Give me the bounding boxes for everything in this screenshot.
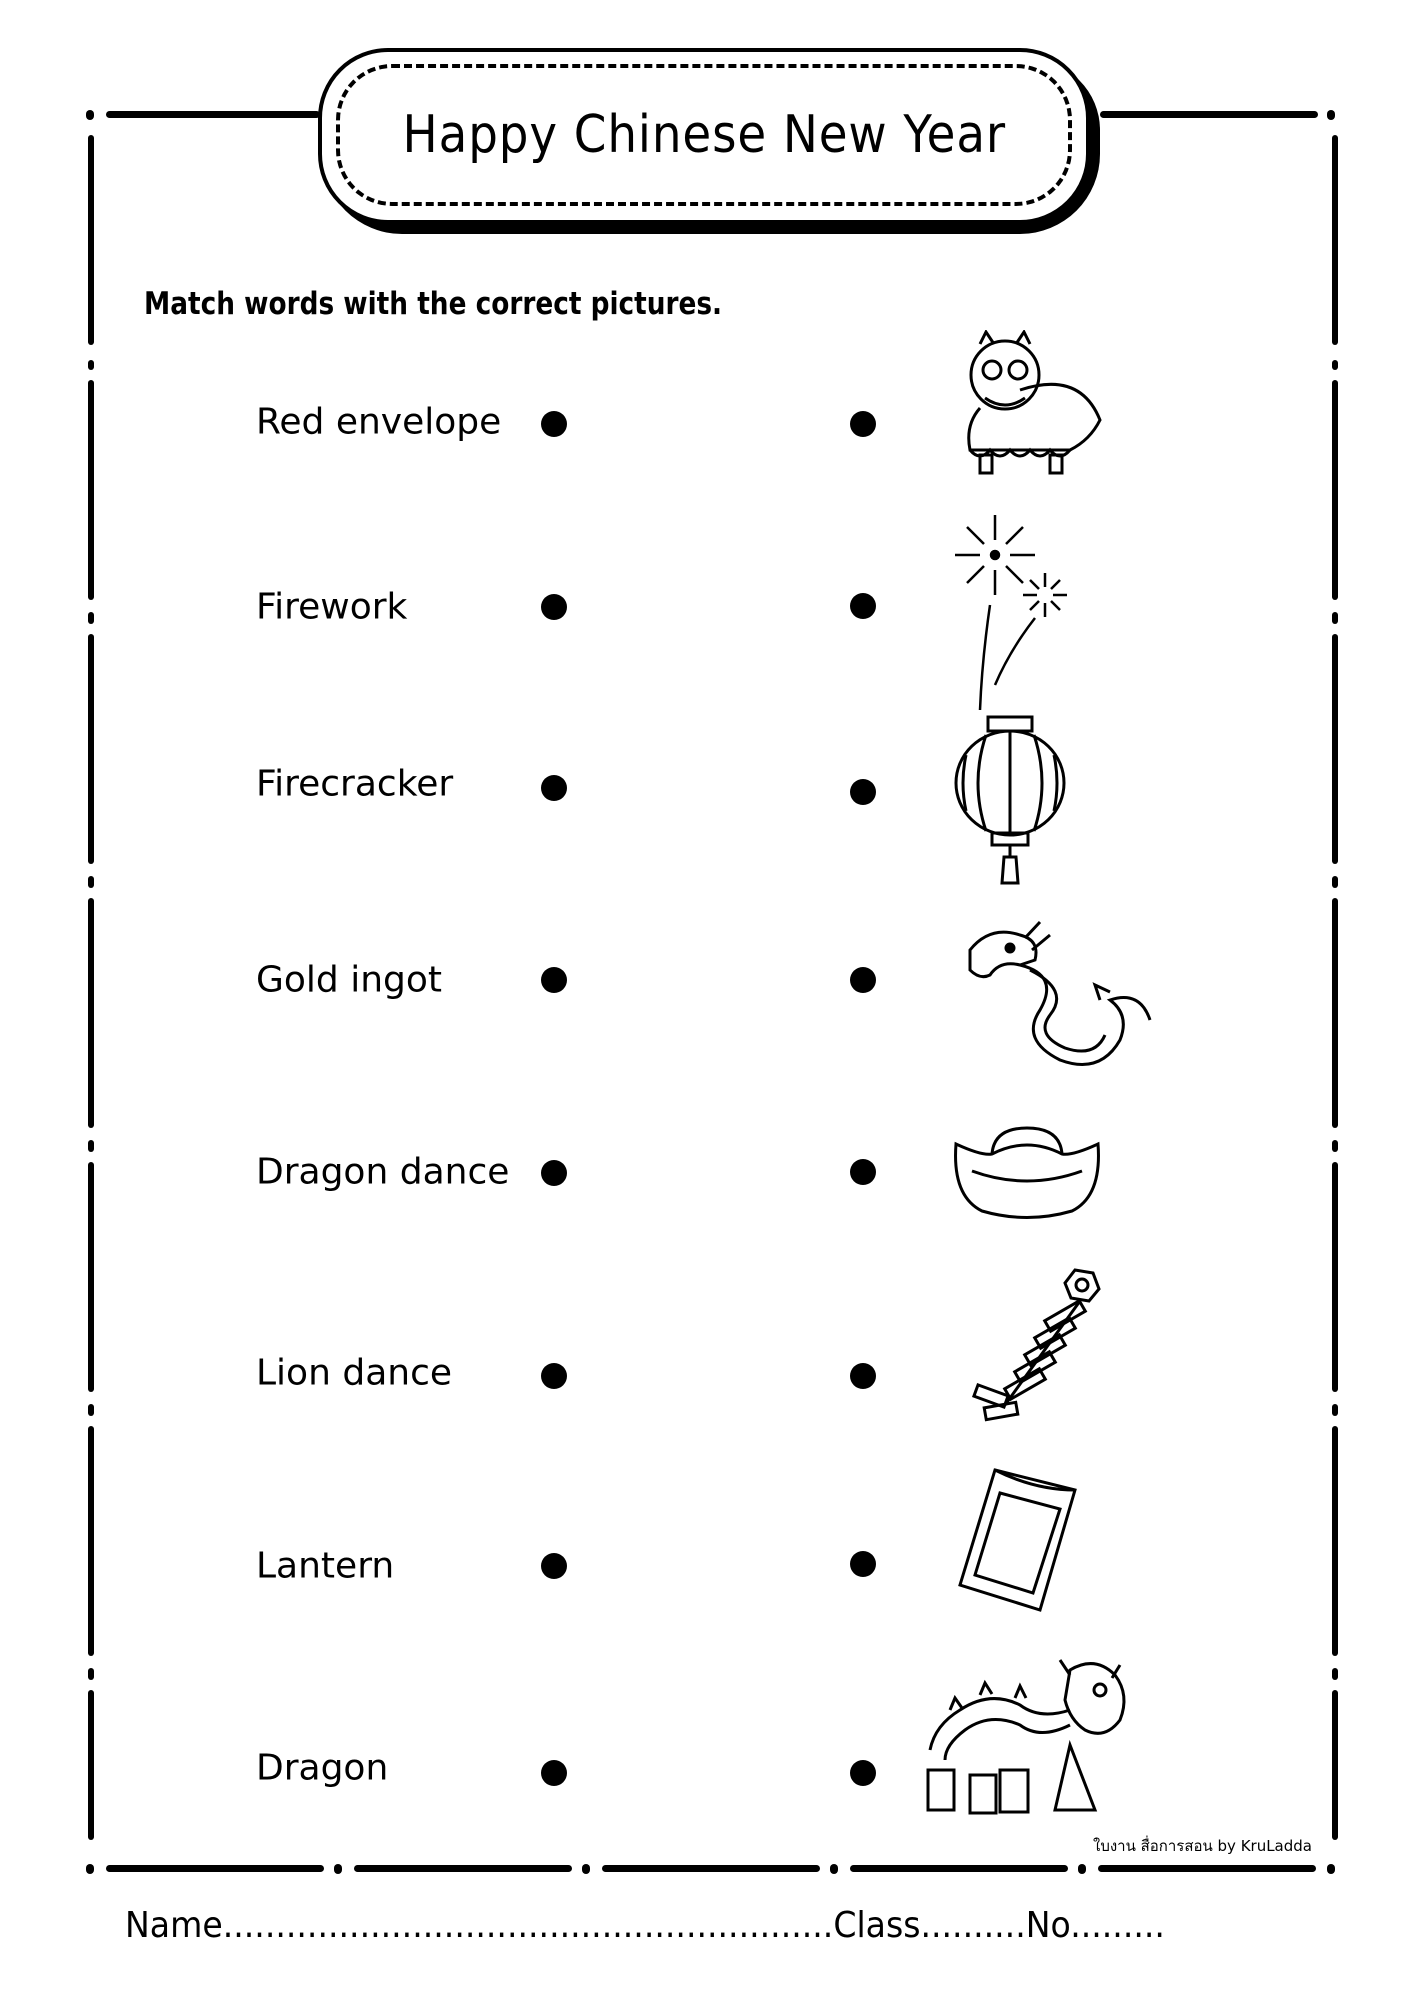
- left-match-dot[interactable]: [541, 411, 567, 437]
- left-match-dot[interactable]: [541, 775, 567, 801]
- word-red-envelope: Red envelope: [256, 401, 502, 443]
- dragon-icon: [968, 920, 1152, 1066]
- right-match-dot[interactable]: [850, 1760, 876, 1786]
- right-match-dot[interactable]: [850, 1363, 876, 1389]
- dragon-dance-icon: [926, 1659, 1126, 1815]
- right-match-dot[interactable]: [850, 779, 876, 805]
- credit-text: ใบงาน สื่อการสอน by KruLadda: [1093, 1837, 1312, 1855]
- word-dragon-dance: Dragon dance: [256, 1151, 510, 1193]
- page-title: Happy Chinese New Year: [402, 105, 1006, 165]
- word-lion-dance: Lion dance: [256, 1352, 453, 1394]
- word-lantern: Lantern: [256, 1545, 395, 1587]
- instruction-text: Match words with the correct pictures.: [144, 286, 723, 322]
- word-firework: Firework: [256, 586, 408, 628]
- left-match-dot[interactable]: [541, 1160, 567, 1186]
- right-match-dot[interactable]: [850, 411, 876, 437]
- right-match-dot[interactable]: [850, 967, 876, 993]
- firework-icon: [955, 515, 1067, 710]
- title-banner: Happy Chinese New Year: [318, 48, 1090, 224]
- right-match-dot[interactable]: [850, 593, 876, 619]
- red-envelope-icon: [958, 1468, 1077, 1612]
- gold-ingot-icon: [954, 1126, 1100, 1219]
- lantern-icon: [954, 715, 1066, 885]
- left-match-dot[interactable]: [541, 594, 567, 620]
- left-match-dot[interactable]: [541, 967, 567, 993]
- word-dragon: Dragon: [256, 1747, 389, 1789]
- firecracker-icon: [971, 1268, 1101, 1422]
- left-match-dot[interactable]: [541, 1553, 567, 1579]
- left-match-dot[interactable]: [541, 1363, 567, 1389]
- left-match-dot[interactable]: [541, 1760, 567, 1786]
- word-firecracker: Firecracker: [256, 763, 454, 805]
- lion-dance-icon: [967, 330, 1102, 475]
- word-gold-ingot: Gold ingot: [256, 959, 443, 1001]
- name-class-number-line[interactable]: Name....................................…: [125, 1905, 1165, 1946]
- right-match-dot[interactable]: [850, 1159, 876, 1185]
- right-match-dot[interactable]: [850, 1551, 876, 1577]
